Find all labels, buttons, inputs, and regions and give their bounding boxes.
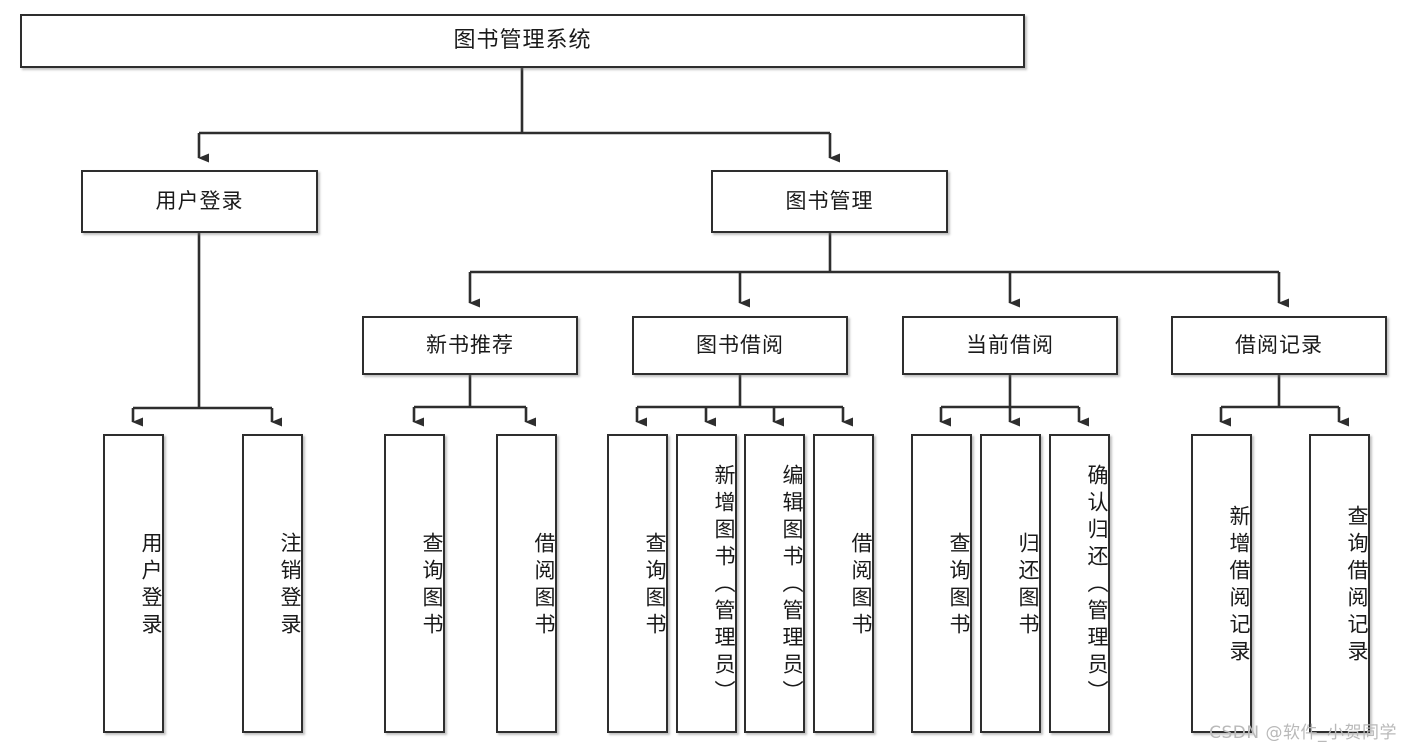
node-book-management[interactable]: 图书管理: [711, 170, 948, 233]
leaf-confirm-return[interactable]: 确认归还（管理员）: [1049, 434, 1110, 733]
node-label: 查询借阅记录: [1345, 504, 1369, 667]
node-label: 新增图书（管理员）: [712, 464, 736, 707]
leaf-query-book-2[interactable]: 查询图书: [607, 434, 668, 733]
node-label: 确认归还（管理员）: [1085, 464, 1109, 707]
leaf-query-record[interactable]: 查询借阅记录: [1309, 434, 1370, 733]
node-root-system[interactable]: 图书管理系统: [20, 14, 1025, 68]
leaf-return-book[interactable]: 归还图书: [980, 434, 1041, 733]
leaf-borrow-book-1[interactable]: 借阅图书: [496, 434, 557, 733]
leaf-logout-login[interactable]: 注销登录: [242, 434, 303, 733]
watermark-text: CSDN @软件_小贺同学: [1209, 723, 1397, 743]
node-label: 新增借阅记录: [1227, 504, 1251, 667]
node-label: 新书推荐: [426, 332, 514, 357]
node-user-login[interactable]: 用户登录: [81, 170, 318, 233]
leaf-add-record[interactable]: 新增借阅记录: [1191, 434, 1252, 733]
node-book-borrow[interactable]: 图书借阅: [632, 316, 848, 375]
node-label: 当前借阅: [966, 332, 1054, 357]
node-label: 查询图书: [643, 531, 667, 640]
node-label: 注销登录: [278, 531, 302, 640]
leaf-borrow-book-2[interactable]: 借阅图书: [813, 434, 874, 733]
node-label: 借阅图书: [849, 531, 873, 640]
node-label: 图书管理: [785, 188, 874, 213]
leaf-add-book[interactable]: 新增图书（管理员）: [676, 434, 737, 733]
node-label: 查询图书: [420, 531, 444, 640]
leaf-query-book-3[interactable]: 查询图书: [911, 434, 972, 733]
node-label: 编辑图书（管理员）: [780, 464, 804, 707]
leaf-edit-book[interactable]: 编辑图书（管理员）: [744, 434, 805, 733]
node-label: 借阅图书: [532, 531, 556, 640]
leaf-user-login[interactable]: 用户登录: [103, 434, 164, 733]
node-label: 归还图书: [1016, 531, 1040, 640]
node-label: 图书管理系统: [453, 27, 592, 53]
node-label: 借阅记录: [1235, 332, 1323, 357]
node-borrow-record[interactable]: 借阅记录: [1171, 316, 1387, 375]
node-current-borrow[interactable]: 当前借阅: [902, 316, 1118, 375]
node-label: 图书借阅: [696, 332, 784, 357]
node-label: 查询图书: [947, 531, 971, 640]
node-label: 用户登录: [155, 188, 244, 213]
node-new-book-recommend[interactable]: 新书推荐: [362, 316, 578, 375]
node-label: 用户登录: [139, 531, 163, 640]
leaf-query-book-1[interactable]: 查询图书: [384, 434, 445, 733]
